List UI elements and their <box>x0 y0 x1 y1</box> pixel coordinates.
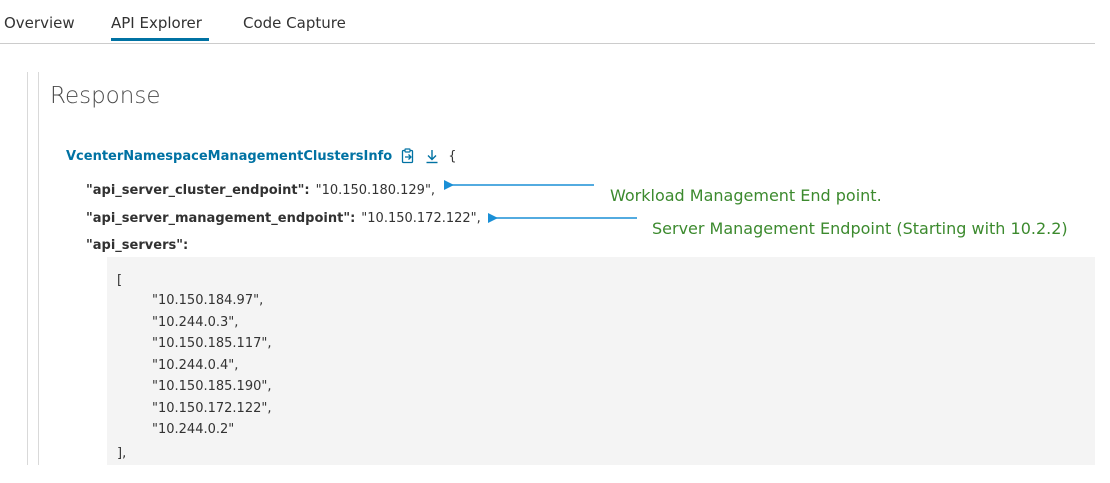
field-key: "api_servers": <box>86 238 189 253</box>
copy-clipboard-icon[interactable] <box>400 148 416 164</box>
download-icon[interactable] <box>424 148 440 164</box>
list-item: "10.150.172.122", <box>152 401 272 416</box>
tab-api-explorer[interactable]: API Explorer <box>111 14 202 32</box>
list-item: "10.150.185.117", <box>152 336 272 351</box>
response-type-link[interactable]: VcenterNamespaceManagementClustersInfo <box>66 148 393 164</box>
field-value: "10.150.180.129", <box>315 183 436 198</box>
tab-overview[interactable]: Overview <box>4 14 75 32</box>
response-type-row: VcenterNamespaceManagementClustersInfo { <box>66 146 456 166</box>
list-item: "10.150.185.190", <box>152 379 272 394</box>
open-brace: { <box>448 148 457 164</box>
panel-border-outer <box>27 72 28 465</box>
annotation-management-endpoint: Server Management Endpoint (Starting wit… <box>652 219 1068 238</box>
array-open-bracket: [ <box>117 273 123 288</box>
active-tab-indicator <box>111 38 209 41</box>
list-item: "10.244.0.2" <box>152 422 235 437</box>
panel-border-inner <box>38 72 39 465</box>
field-api-servers: "api_servers": <box>86 238 188 253</box>
annotation-workload-endpoint: Workload Management End point. <box>610 186 882 205</box>
list-item: "10.150.184.97", <box>152 293 264 308</box>
array-close-bracket: ], <box>117 446 127 461</box>
field-api-server-cluster-endpoint: "api_server_cluster_endpoint": "10.150.18… <box>86 183 435 198</box>
response-title: Response <box>50 83 161 109</box>
field-key: "api_server_cluster_endpoint": <box>86 183 310 198</box>
tab-code-capture[interactable]: Code Capture <box>243 14 346 32</box>
list-item: "10.244.0.3", <box>152 315 239 330</box>
field-api-server-management-endpoint: "api_server_management_endpoint": "10.150… <box>86 211 481 226</box>
field-value: "10.150.172.122", <box>361 211 481 226</box>
list-item: "10.244.0.4", <box>152 358 239 373</box>
field-key: "api_server_management_endpoint": <box>86 211 356 226</box>
tab-bar: Overview API Explorer Code Capture <box>0 0 1095 44</box>
api-servers-code-block: [ "10.150.184.97", "10.244.0.3", "10.150… <box>107 257 1095 465</box>
